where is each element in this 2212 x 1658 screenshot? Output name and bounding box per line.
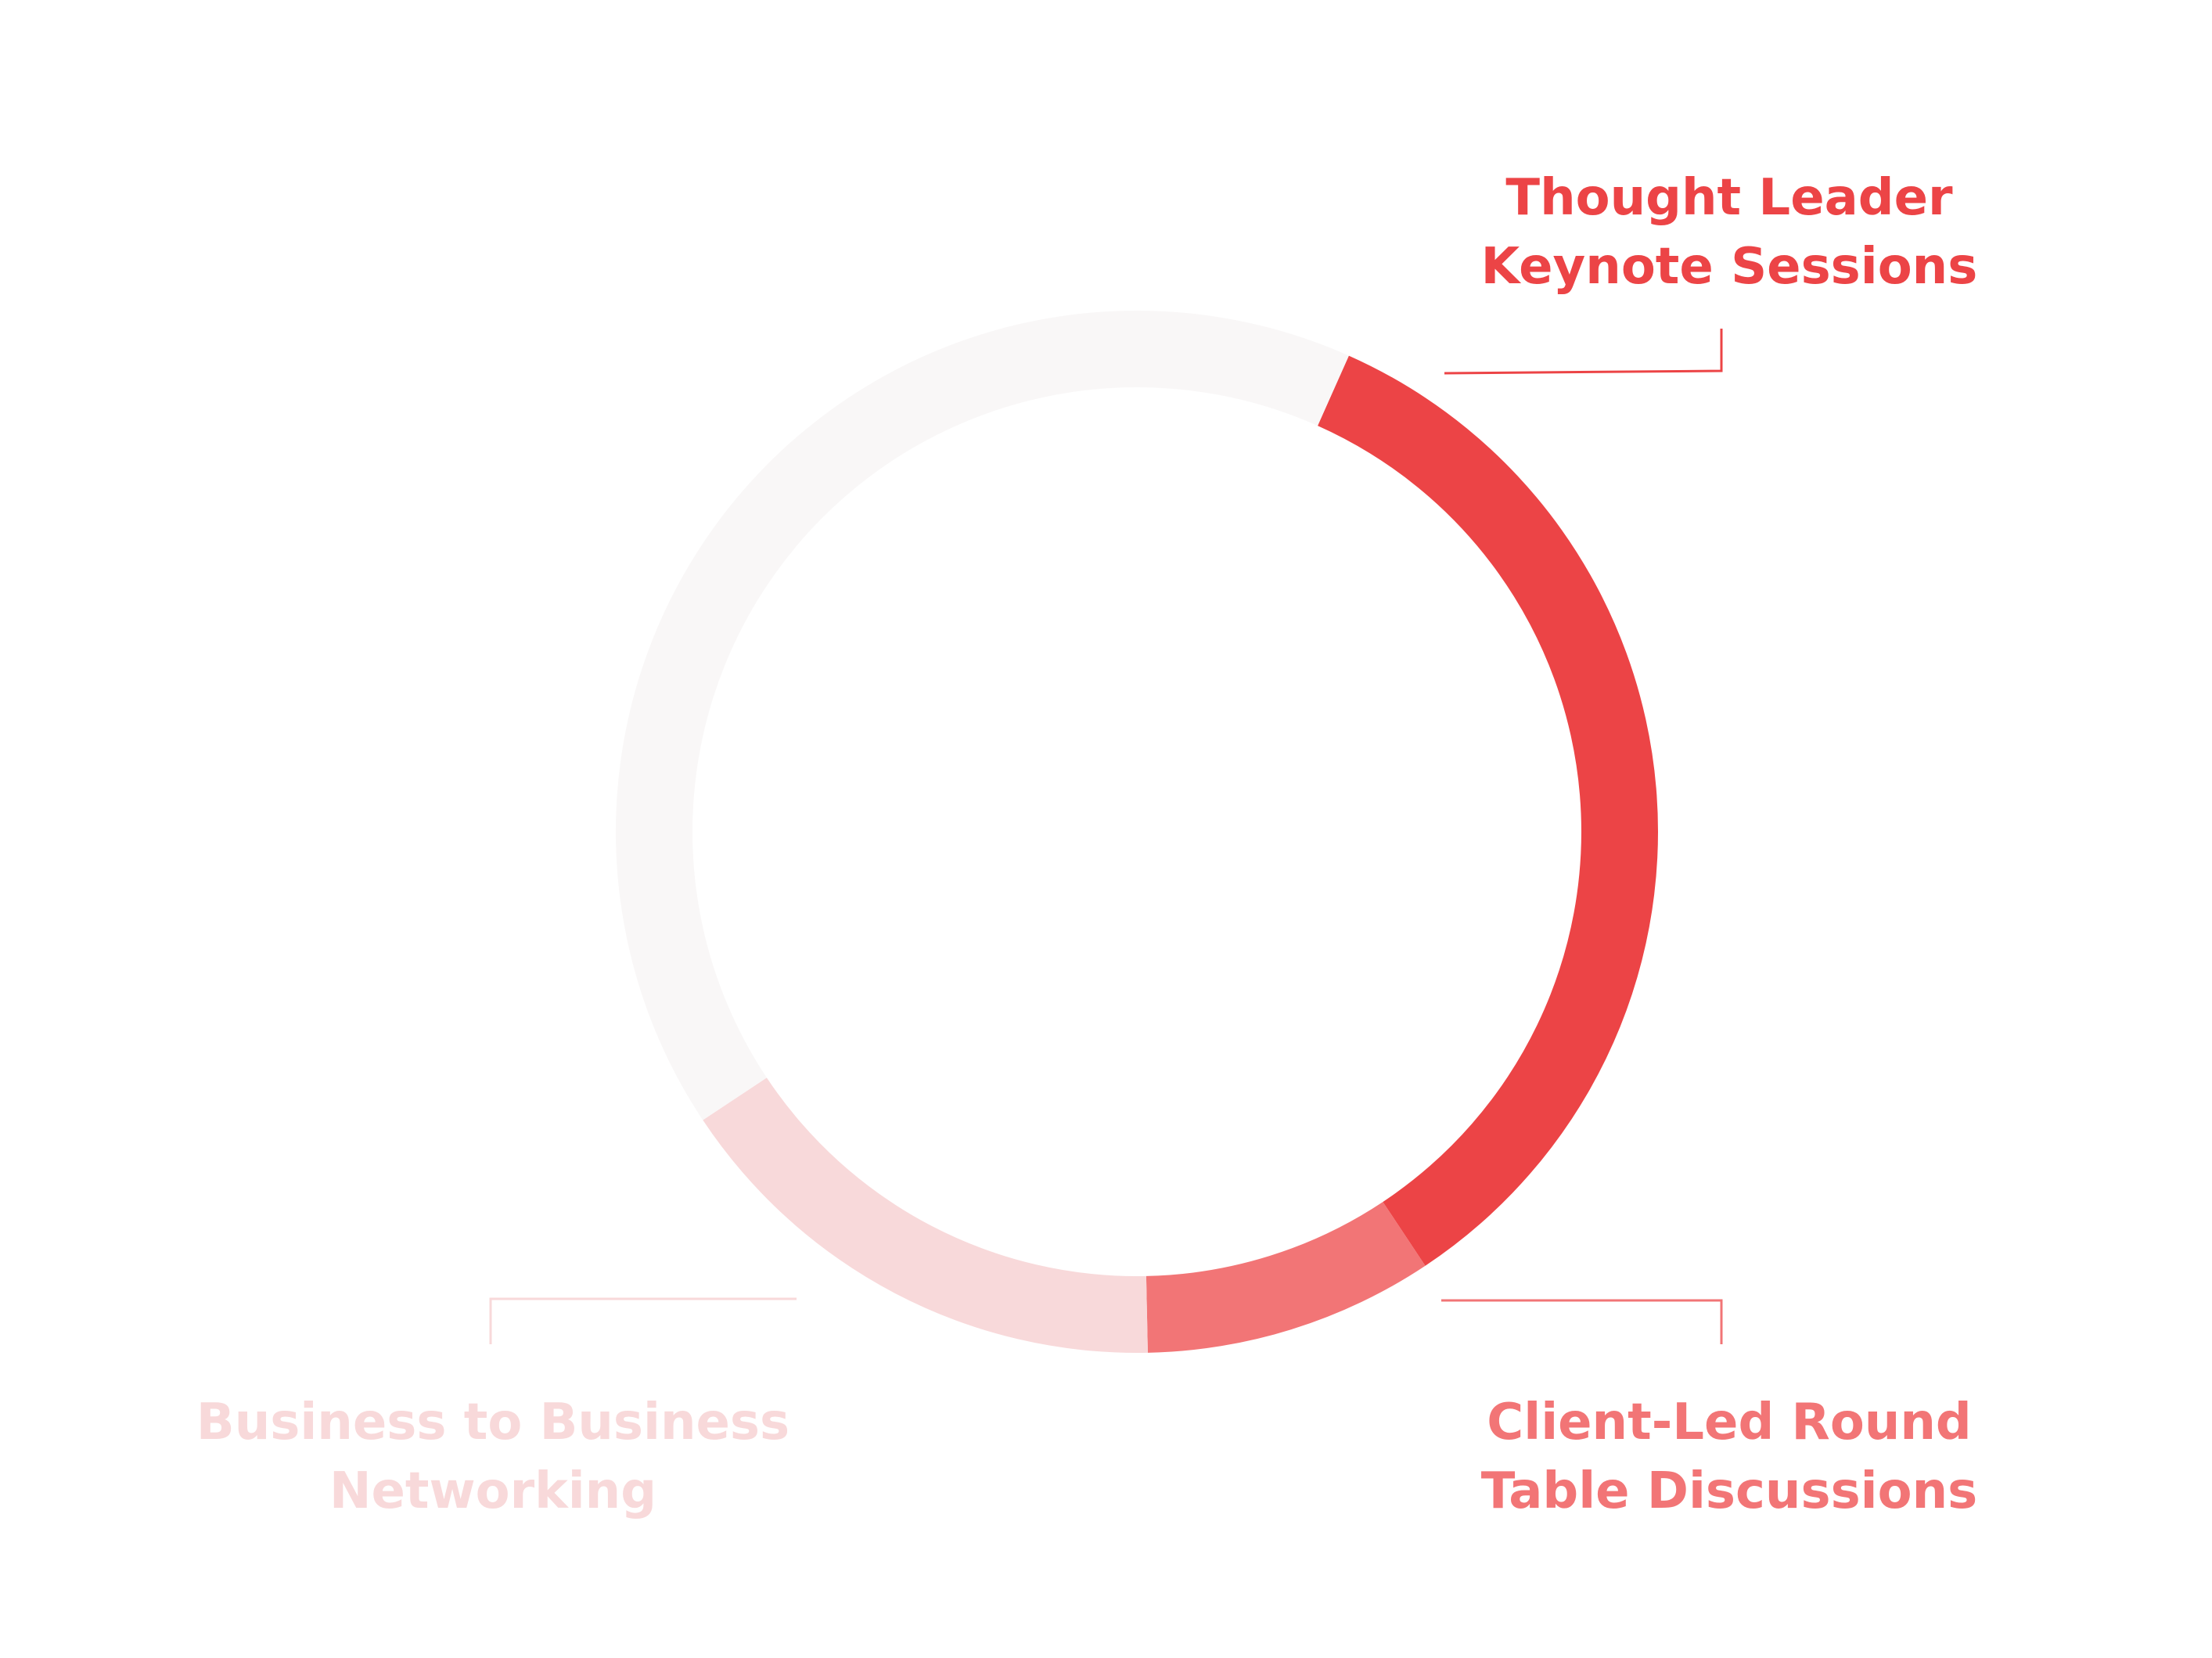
leader-line-roundtable (1441, 1299, 1723, 1344)
donut-slice-networking (703, 1077, 1148, 1353)
slice-label-keynote: Thought Leader Keynote Sessions (1377, 164, 2081, 301)
slice-label-roundtable-line-1: Client-Led Round (1487, 1394, 1972, 1451)
slice-label-networking-line-2: Networking (329, 1462, 657, 1520)
donut-slice-keynote (1318, 355, 1659, 1266)
slice-label-roundtable-line-2: Table Discussions (1480, 1462, 1978, 1520)
leader-line-keynote (1444, 329, 1723, 375)
leader-line-networking (489, 1297, 797, 1344)
slice-label-keynote-line-1: Thought Leader (1505, 169, 1953, 227)
slice-label-networking-line-1: Business to Business (196, 1394, 790, 1451)
donut-ring (616, 310, 1659, 1353)
slice-label-roundtable: Client-Led Round Table Discussions (1377, 1388, 2081, 1526)
slice-label-networking: Business to Business Networking (141, 1388, 845, 1526)
donut-slice-remainder (616, 310, 1349, 1120)
donut-slice-roundtable (1146, 1202, 1426, 1353)
slice-label-keynote-line-2: Keynote Sessions (1480, 238, 1978, 296)
